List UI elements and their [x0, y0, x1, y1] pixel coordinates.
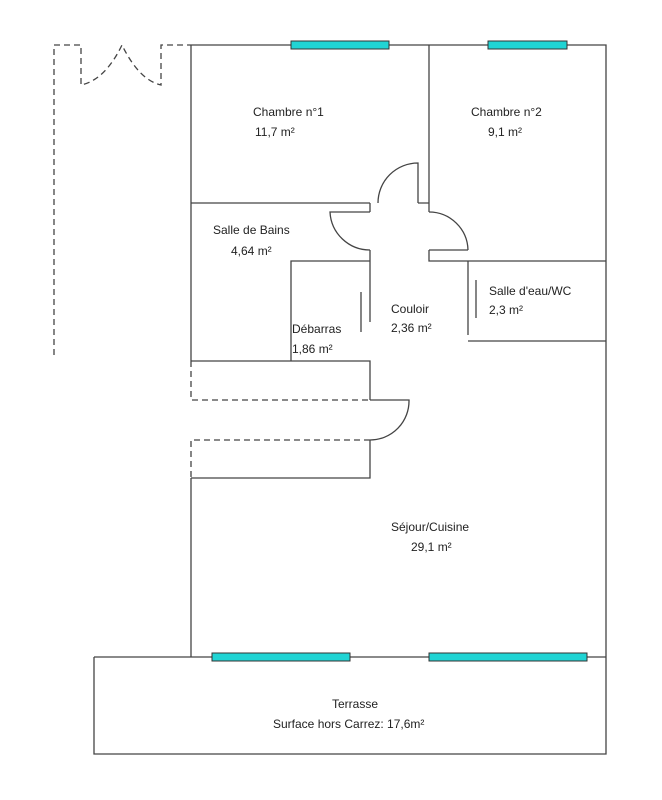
terrace-note: Surface hors Carrez: 17,6m² [273, 717, 425, 731]
room-area-couloir: 2,36 m² [391, 321, 432, 335]
room-area-sejour-cuisine: 29,1 m² [411, 540, 452, 554]
room-area-salle-de-bains: 4,64 m² [231, 244, 272, 258]
doors [53, 43, 477, 478]
room-name-couloir: Couloir [391, 302, 430, 316]
room-name-salle-de-bains: Salle de Bains [213, 223, 290, 237]
terrace-name: Terrasse [332, 697, 379, 711]
windows [211, 40, 588, 662]
room-name-debarras: Débarras [292, 322, 342, 336]
room-area-debarras: 1,86 m² [292, 342, 333, 356]
room-area-salle-d-eau: 2,3 m² [489, 303, 524, 317]
room-name-chambre-2: Chambre n°2 [471, 105, 542, 119]
room-area-chambre-1: 11,7 m² [255, 125, 295, 139]
room-name-chambre-1: Chambre n°1 [253, 105, 324, 119]
walls [93, 44, 607, 755]
room-area-chambre-2: 9,1 m² [488, 125, 523, 139]
room-name-sejour-cuisine: Séjour/Cuisine [391, 520, 470, 534]
room-name-salle-d-eau: Salle d'eau/WC [489, 284, 572, 298]
